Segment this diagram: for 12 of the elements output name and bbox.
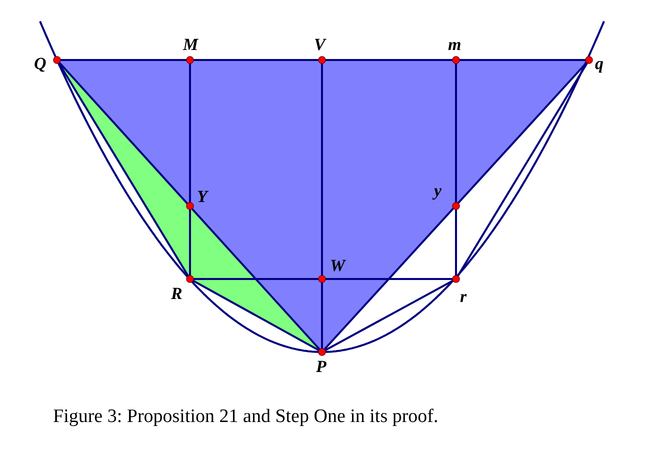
figure-caption: Figure 3: Proposition 21 and Step One in its proof. (53, 407, 438, 426)
point-label: V (314, 36, 326, 53)
point-label: W (330, 257, 346, 274)
point-label: y (434, 182, 442, 199)
point-label: r (460, 288, 467, 305)
point-label: Q (34, 55, 46, 72)
point-label: m (448, 36, 462, 53)
point-label: M (183, 36, 198, 53)
point-label: q (595, 55, 604, 72)
point-label: P (316, 358, 326, 375)
point-label: R (171, 285, 182, 302)
point-label: Y (197, 188, 208, 205)
